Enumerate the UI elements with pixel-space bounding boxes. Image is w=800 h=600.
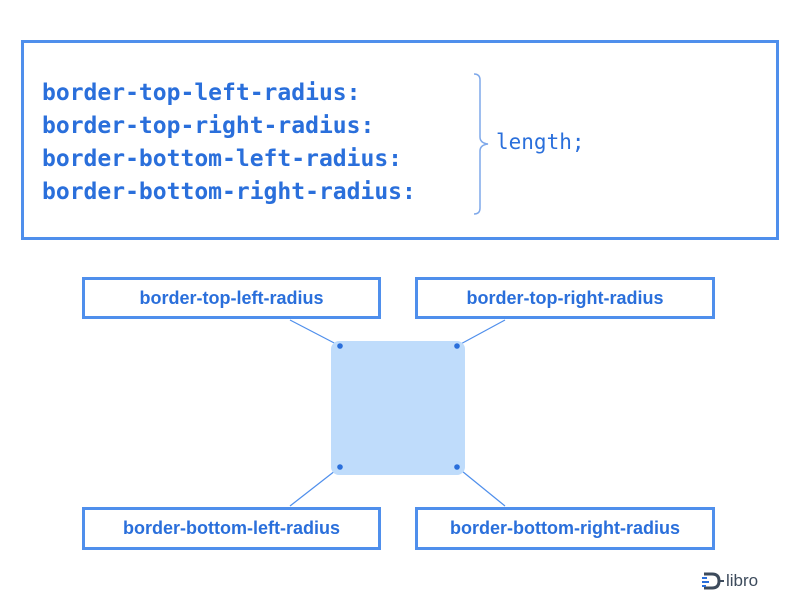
logo-text: libro (726, 571, 759, 590)
connector-top-right (456, 319, 506, 347)
property-line-bottom-right: border-bottom-right-radius: (42, 179, 416, 205)
property-line-top-left: border-top-left-radius: (42, 80, 361, 106)
connector-bottom-right (456, 466, 506, 507)
label-bottom-left-radius: border-bottom-left-radius (82, 507, 381, 550)
syntax-panel: border-top-left-radius: border-top-right… (21, 40, 779, 240)
radius-demo-box (331, 341, 465, 475)
label-top-left-radius: border-top-left-radius (82, 277, 381, 319)
label-bottom-right-radius: border-bottom-right-radius (415, 507, 715, 550)
corner-dot-top-right (454, 343, 460, 349)
corner-dot-bottom-left (337, 464, 343, 470)
dlibro-logo: libro (700, 571, 758, 591)
property-list: border-top-left-radius: border-top-right… (42, 77, 416, 209)
connector-bottom-left (289, 466, 341, 507)
corner-dot-top-left (337, 343, 343, 349)
property-line-top-right: border-top-right-radius: (42, 113, 375, 139)
value-text: length; (496, 130, 585, 154)
d-logo-icon (702, 572, 724, 590)
corner-dot-bottom-right (454, 464, 460, 470)
label-top-right-radius: border-top-right-radius (415, 277, 715, 319)
connector-top-left (289, 319, 341, 347)
curly-brace-icon (473, 73, 489, 215)
property-line-bottom-left: border-bottom-left-radius: (42, 146, 403, 172)
